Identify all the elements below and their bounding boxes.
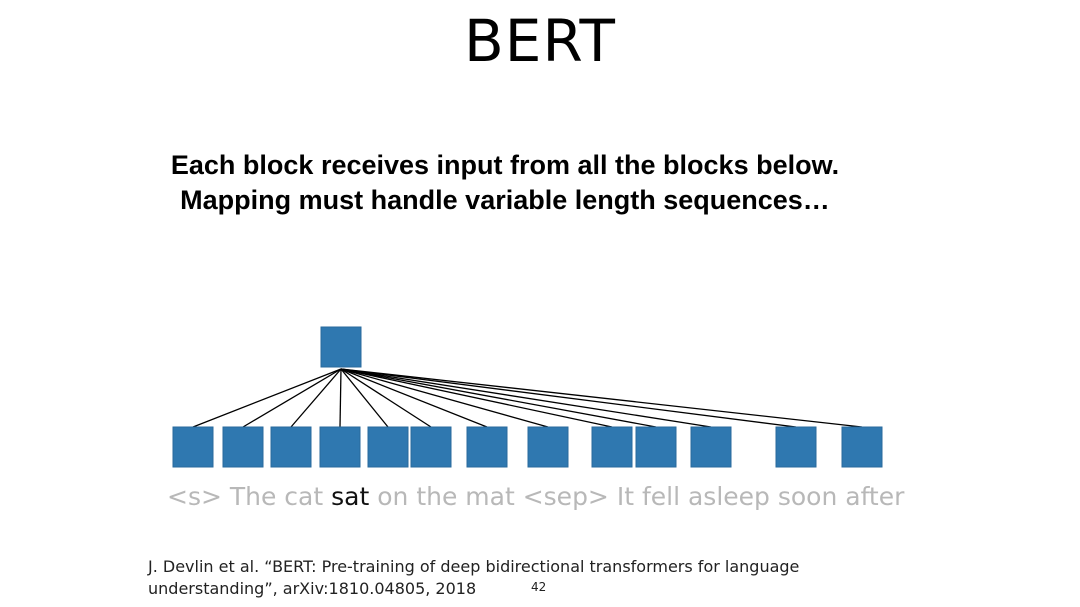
connection-line-11 [340,368,712,428]
tokens-after: on the mat <sep> It fell asleep soon aft… [369,482,905,511]
connection-line-13 [340,368,863,428]
subtitle-line-2: Mapping must handle variable length sequ… [180,185,830,215]
input-block-12 [775,426,817,468]
connection-line-4 [339,368,342,428]
input-block-13 [841,426,883,468]
connection-line-2 [242,368,342,428]
connection-line-6 [340,368,432,428]
subtitle-line-1: Each block receives input from all the b… [170,150,840,180]
connection-line-8 [340,368,549,428]
input-block-11 [690,426,732,468]
slide-subtitle: Each block receives input from all the b… [0,148,1010,218]
tokens-before: <s> The cat [167,482,332,511]
input-block-6 [410,426,452,468]
token-sequence: <s> The cat sat on the mat <sep> It fell… [167,480,904,514]
connection-line-9 [340,368,613,428]
connection-line-5 [340,368,389,428]
connection-line-7 [340,368,488,428]
input-block-2 [222,426,264,468]
input-block-8 [527,426,569,468]
input-block-1 [172,426,214,468]
citation: J. Devlin et al. “BERT: Pre-training of … [148,557,800,598]
connection-line-1 [192,368,342,428]
page-number: 42 [531,580,547,594]
input-block-5 [367,426,409,468]
input-block-9 [591,426,633,468]
token-highlight: sat [331,482,370,511]
input-block-7 [466,426,508,468]
connection-lines [192,368,863,428]
connection-line-10 [340,368,657,428]
connection-line-3 [290,368,342,428]
input-blocks [172,426,883,468]
input-block-10 [635,426,677,468]
output-block [320,326,362,368]
slide-title: BERT [464,7,616,75]
connection-line-12 [340,368,797,428]
input-block-3 [270,426,312,468]
input-block-4 [319,426,361,468]
